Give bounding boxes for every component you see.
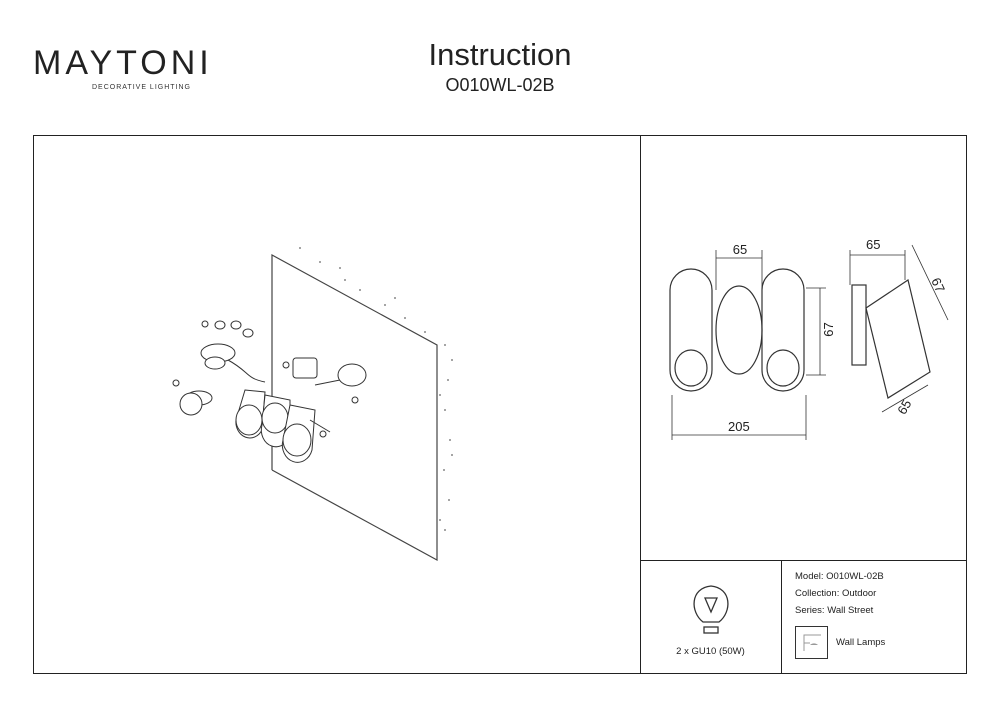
brand-tagline: DECORATIVE LIGHTING [92,84,191,91]
dim-front-gap: 65 [732,242,748,257]
brand-logo: MAYTONI [33,44,213,82]
divider [640,135,641,673]
spec-type: Wall Lamps [836,637,886,648]
dim-side-depth: 65 [866,237,881,252]
divider [781,560,782,673]
divider [640,560,966,561]
side-view [849,244,949,413]
wall-plane [271,253,438,562]
spec-collection: Collection: Outdoor [795,588,877,599]
model-number: O010WL-02B [445,75,555,95]
bulb-icon [693,585,729,634]
front-view [669,250,826,440]
wall-lamp-icon [795,626,828,659]
bulb-label: 2 x GU10 (50W) [676,646,745,657]
instruction-frame [33,135,967,674]
dim-front-height: 67 [820,322,836,337]
spec-series: Series: Wall Street [795,605,874,616]
page-title: Instruction [428,37,572,72]
wall-texture [299,247,453,531]
spec-model: Model: O010WL-02B [795,571,884,582]
lamp-assembly [179,320,367,463]
dim-front-width: 205 [728,419,750,434]
step-markers [172,320,359,438]
